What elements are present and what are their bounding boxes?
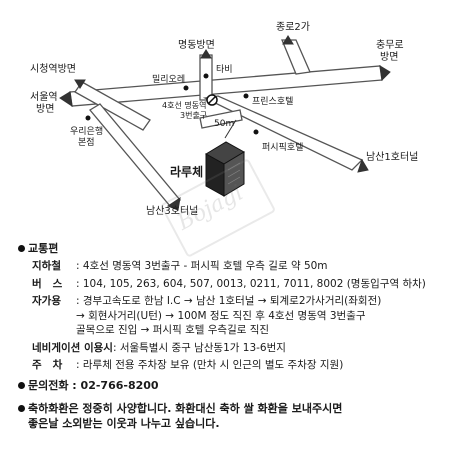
label-pacific: 퍼시픽호텔 bbox=[262, 141, 303, 153]
arrow-myeongdong bbox=[200, 49, 212, 59]
notice-section: 축하화환은 정중히 사양합니다. 화환대신 축하 쌀 화환을 보내주시면 좋은날… bbox=[18, 401, 438, 431]
label-tabi: 타비 bbox=[216, 64, 233, 75]
label-namsan1: 남산1호터널 bbox=[366, 151, 418, 163]
traffic-section: 교통편 지하철 : 4호선 명동역 3번출구 - 퍼시픽 호텔 우측 길로 약 … bbox=[18, 243, 438, 371]
label-larue: 라루체 bbox=[170, 164, 203, 179]
label-woori-1: 우리은행 bbox=[70, 125, 103, 137]
label-seoul-2: 방면 bbox=[36, 103, 54, 115]
label-exit-1: 4호선 명동역 bbox=[162, 100, 206, 110]
parking-value: : 라루체 전용 주차장 보유 (만차 시 인근의 별도 주차장 지원) bbox=[76, 359, 344, 371]
bus-label: 버 스 bbox=[32, 277, 63, 290]
navi-label: 네비게이션 이용시 bbox=[32, 341, 113, 354]
subway-value: : 4호선 명동역 3번출구 - 퍼시픽 호텔 우측 길로 약 50m bbox=[76, 260, 328, 272]
road-connector bbox=[199, 109, 243, 129]
notice-line-2: 좋은날 소외받는 이웃과 나누고 싶습니다. bbox=[28, 416, 220, 430]
label-myeongdong: 명동방면 bbox=[178, 39, 215, 51]
arrow-50m bbox=[224, 119, 237, 139]
subway-exit-marker bbox=[206, 94, 218, 106]
traffic-head-text: 교통편 bbox=[28, 242, 59, 255]
navi-row: 네비게이션 이용시 : 서울특별시 중구 남산동1가 13-6번지 bbox=[32, 341, 438, 354]
notice-body: 축하화환은 정중히 사양합니다. 화환대신 축하 쌀 화환을 보내주시면 좋은날… bbox=[28, 401, 342, 431]
dot-prince bbox=[243, 93, 249, 99]
landmark-dots bbox=[85, 73, 259, 135]
label-prince: 프린스호텔 bbox=[252, 95, 293, 107]
arrow-jongno bbox=[282, 35, 294, 45]
map-canvas: 명동방면 종로2가 충무로 방면 시청역방면 서울역 방면 우리은행 본점 밀리… bbox=[30, 21, 418, 217]
subway-row: 지하철 : 4호선 명동역 3번출구 - 퍼시픽 호텔 우측 길로 약 50m bbox=[32, 261, 438, 272]
traffic-heading: 교통편 bbox=[18, 243, 438, 254]
navi-value: : 서울특별시 중구 남산동1가 13-6번지 bbox=[112, 341, 286, 354]
label-woori-2: 본점 bbox=[78, 136, 95, 148]
direction-arrows bbox=[59, 35, 391, 211]
car-value-3: 골목으로 진입 → 퍼시픽 호텔 우측길로 직진 bbox=[76, 324, 270, 336]
arrow-seoul bbox=[59, 91, 73, 108]
arrow-chungmuro bbox=[379, 65, 391, 82]
directions-info: 교통편 지하철 : 4호선 명동역 3번출구 - 퍼시픽 호텔 우측 길로 약 … bbox=[18, 243, 438, 431]
label-chungmuro-2: 방면 bbox=[380, 51, 398, 63]
label-cityhall: 시청역방면 bbox=[30, 63, 76, 75]
phone-text: 문의전화 : 02-766-8200 bbox=[28, 378, 159, 392]
car-value-2: → 회현사거리(U턴) → 100M 정도 직진 후 4호선 명동역 3번출구 bbox=[76, 309, 366, 322]
parking-label: 주 차 bbox=[32, 359, 63, 371]
bus-row: 버 스 : 104, 105, 263, 604, 507, 0013, 021… bbox=[32, 277, 438, 290]
label-chungmuro-1: 충무로 bbox=[376, 39, 404, 51]
arrow-cityhall bbox=[74, 79, 86, 89]
arrow-namsan1 bbox=[357, 158, 369, 173]
bullet-icon bbox=[18, 404, 25, 412]
parking-row: 주 차 : 라루체 전용 주차장 보유 (만차 시 인근의 별도 주차장 지원) bbox=[32, 360, 438, 371]
location-map: 명동방면 종로2가 충무로 방면 시청역방면 서울역 방면 우리은행 본점 밀리… bbox=[0, 0, 450, 235]
label-jongno: 종로2가 bbox=[276, 21, 310, 33]
car-row: 자가용 : 경부고속도로 한남 I.C → 남산 1호터널 → 퇴계로2가사거리… bbox=[32, 296, 438, 307]
notice-line-1: 축하화환은 정중히 사양합니다. 화환대신 축하 쌀 화환을 보내주시면 bbox=[28, 401, 343, 415]
bus-value: : 104, 105, 263, 604, 507, 0013, 0211, 7… bbox=[76, 277, 426, 290]
dot-tabi bbox=[203, 73, 209, 79]
larue-building-icon bbox=[205, 141, 245, 197]
bullet-icon bbox=[18, 245, 25, 252]
arrow-namsan3 bbox=[166, 196, 181, 211]
bullet-icon bbox=[18, 381, 25, 389]
dot-woori bbox=[85, 115, 91, 121]
label-exit-2: 3번출구 bbox=[180, 110, 207, 120]
phone-section: 문의전화 : 02-766-8200 bbox=[18, 380, 438, 391]
label-namsan3: 남산3호터널 bbox=[146, 205, 198, 217]
label-millioré: 밀리오레 bbox=[152, 73, 185, 85]
label-seoul-1: 서울역 bbox=[30, 91, 58, 103]
road-jongno bbox=[281, 39, 311, 75]
car-value-1: : 경부고속도로 한남 I.C → 남산 1호터널 → 퇴계로2가사거리(좌회전… bbox=[76, 295, 382, 307]
car-label: 자가용 bbox=[32, 295, 61, 307]
label-dist: 50m bbox=[214, 119, 234, 129]
road-cityhall bbox=[74, 81, 151, 131]
dot-pacific bbox=[253, 129, 259, 135]
subway-label: 지하철 bbox=[32, 260, 61, 272]
dot-millioré bbox=[183, 85, 189, 91]
roads bbox=[69, 39, 383, 207]
